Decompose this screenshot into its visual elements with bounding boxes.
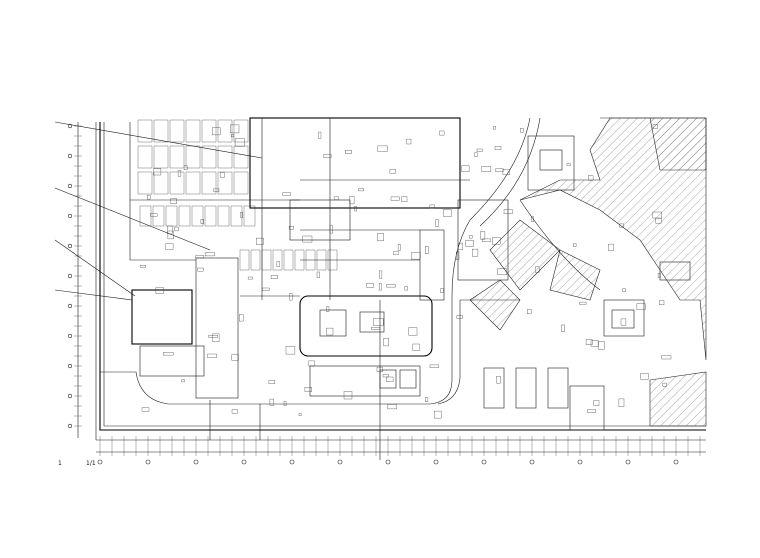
left-dimension-chain xyxy=(67,122,97,440)
service-lines xyxy=(130,118,470,460)
parking-grid xyxy=(137,119,338,271)
sheet-mark-2: 1/1 xyxy=(86,460,96,467)
site-boundary xyxy=(99,122,706,431)
fixtures xyxy=(139,124,672,419)
bottom-dimension-chain xyxy=(96,436,706,465)
sheet-mark-1: 1 xyxy=(58,460,62,467)
hatched-zones xyxy=(469,117,707,427)
leader-lines xyxy=(54,121,263,301)
